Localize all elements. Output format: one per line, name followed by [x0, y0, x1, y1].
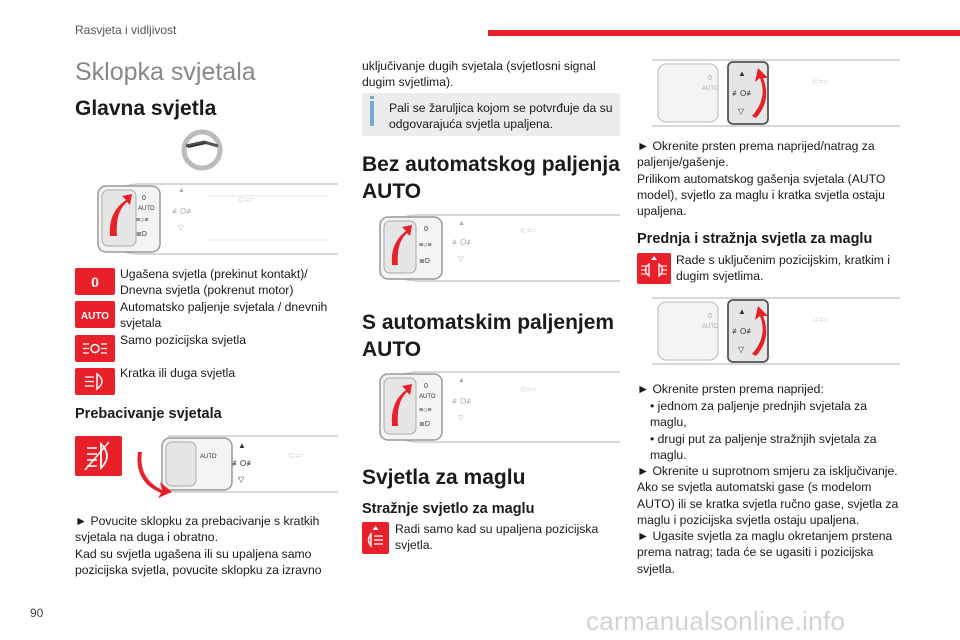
svg-text:0: 0 [708, 313, 712, 320]
info-icon-dot [370, 96, 374, 99]
svg-text:▽: ▽ [238, 475, 245, 484]
watermark: carmanualsonline.info [586, 606, 846, 636]
svg-text:▽: ▽ [738, 107, 745, 116]
heading-without-auto: Bez automatskog paljenja AUTO [362, 153, 620, 203]
heading-switching-lights: Prebacivanje svjetala [75, 406, 222, 422]
turn-forward-text: ► Okrenite prsten prema naprijed: [637, 382, 824, 396]
info-note-text: Pali se žaruljica kojom se potvrđuje da … [389, 101, 613, 132]
svg-text:⊂=○: ⊂=○ [812, 315, 828, 324]
svg-text:AUTO: AUTO [702, 324, 719, 330]
heading-front-rear-fog: Prednja i stražnja svjetla za maglu [637, 231, 873, 247]
switch-instructions: ► Povucite sklopku za prebacivanje s kra… [75, 514, 322, 577]
svg-text:AUTO: AUTO [200, 454, 217, 460]
svg-text:▲: ▲ [738, 69, 746, 78]
svg-text:0: 0 [424, 383, 428, 390]
svg-text:≢O≢: ≢O≢ [172, 207, 194, 216]
header-accent-bar [488, 30, 960, 36]
bullet-rear-fog: • drugi put za paljenje stražnjih svjeta… [650, 432, 877, 463]
front-rear-fog-text: Rade s uključenim pozicijskim, kratkim i… [676, 253, 891, 284]
heading-with-auto: S automatskim paljenjem AUTO [362, 311, 615, 361]
svg-text:AUTO: AUTO [419, 394, 436, 400]
svg-text:▲: ▲ [738, 307, 746, 316]
info-icon [370, 101, 374, 126]
stalk-no-auto-illustration: 0 ≡○≡ ≣D ▲ ≢O≢ ▽ ⊂=○ [370, 211, 620, 283]
svg-text:⊂=○: ⊂=○ [238, 195, 254, 204]
svg-text:▽: ▽ [458, 415, 464, 422]
heading-rear-fog: Stražnje svjetlo za maglu [362, 501, 535, 517]
rear-fog-text: Radi samo kad su upaljena pozicijska svj… [395, 522, 599, 553]
svg-text:⊂=○: ⊂=○ [520, 226, 536, 235]
svg-text:≡○≡: ≡○≡ [419, 407, 431, 414]
svg-text:▽: ▽ [178, 225, 184, 232]
svg-text:▲: ▲ [238, 441, 246, 450]
page-number: 90 [30, 606, 44, 620]
svg-text:0: 0 [708, 75, 712, 82]
svg-text:AUTO: AUTO [138, 206, 155, 212]
position-lights-icon [75, 335, 115, 362]
ring-instructions: ► Okrenite prsten prema naprijed/natrag … [637, 139, 886, 219]
stalk-pull-illustration: AUTO ≢O≢ ▲ ▽ ⊂=○ [128, 430, 338, 500]
stalk-auto-illustration: 0 AUTO ≡○≡ ≣D ▲ ≢O≢ ▽ ⊂=○ [370, 368, 620, 444]
legend-text-auto: Automatsko paljenje svjetala / dnevnih s… [120, 300, 328, 331]
svg-text:≣D: ≣D [419, 419, 430, 428]
svg-text:≣D: ≣D [136, 229, 147, 238]
rear-fog-icon [362, 522, 389, 554]
headlights-icon [75, 368, 115, 395]
svg-text:⊂=○: ⊂=○ [812, 77, 828, 86]
closing-instructions: ► Okrenite u suprotnom smjeru za isključ… [637, 464, 899, 576]
page-title: Sklopka svjetala [75, 58, 256, 86]
high-beam-icon [75, 436, 122, 476]
heading-main-lights: Glavna svjetla [75, 97, 217, 120]
svg-text:AUTO: AUTO [702, 86, 719, 92]
section-header: Rasvjeta i vidljivost [75, 23, 177, 37]
svg-text:⊂=○: ⊂=○ [520, 385, 536, 394]
svg-text:AUTO: AUTO [81, 311, 109, 322]
svg-text:≢O≢: ≢O≢ [452, 238, 474, 247]
zero-symbol: 0 [75, 268, 115, 295]
svg-text:▲: ▲ [458, 377, 465, 384]
info-note-box [362, 93, 620, 136]
high-beam-flash-text: uključivanje dugih svjetala (svjetlosni … [362, 59, 596, 90]
heading-fog-lights: Svjetla za maglu [362, 466, 526, 489]
svg-text:0: 0 [91, 274, 99, 290]
legend-text-headlights: Kratka ili duga svjetla [120, 366, 236, 380]
legend-text-position: Samo pozicijska svjetla [120, 333, 246, 347]
svg-text:≢O≢: ≢O≢ [452, 397, 474, 406]
svg-text:0: 0 [142, 195, 146, 202]
svg-text:▽: ▽ [738, 345, 745, 354]
legend-text-off: Ugašena svjetla (prekinut kontakt)/ Dnev… [120, 267, 308, 298]
svg-text:▲: ▲ [178, 187, 185, 194]
bullet-front-fog: • jednom za paljenje prednjih svjetala z… [650, 399, 868, 430]
svg-text:≢O≢: ≢O≢ [732, 89, 754, 98]
svg-text:⊂=○: ⊂=○ [288, 451, 304, 460]
fog-ring-forward-illustration: 0 AUTO ▲ ≢O≢ ▽ ⊂=○ [652, 294, 900, 366]
svg-text:0: 0 [424, 226, 428, 233]
light-stalk-illustration: 0 AUTO ≡○≡ ≣D ▲ ≢O≢ ▽ ⊂=○ [88, 178, 338, 258]
fog-ring-illustration: 0 AUTO ▲ ≢O≢ ▽ ⊂=○ [652, 56, 900, 128]
svg-text:≡○≡: ≡○≡ [419, 242, 431, 249]
front-rear-fog-icon [637, 253, 671, 284]
svg-text:▽: ▽ [458, 256, 464, 263]
svg-text:≡○≡: ≡○≡ [136, 217, 148, 224]
svg-text:▲: ▲ [458, 220, 465, 227]
steering-wheel-icon [180, 128, 224, 177]
svg-text:≢O≢: ≢O≢ [232, 459, 254, 468]
svg-text:≢O≢: ≢O≢ [732, 327, 754, 336]
auto-symbol: AUTO [75, 301, 115, 328]
svg-text:≣D: ≣D [419, 256, 430, 265]
